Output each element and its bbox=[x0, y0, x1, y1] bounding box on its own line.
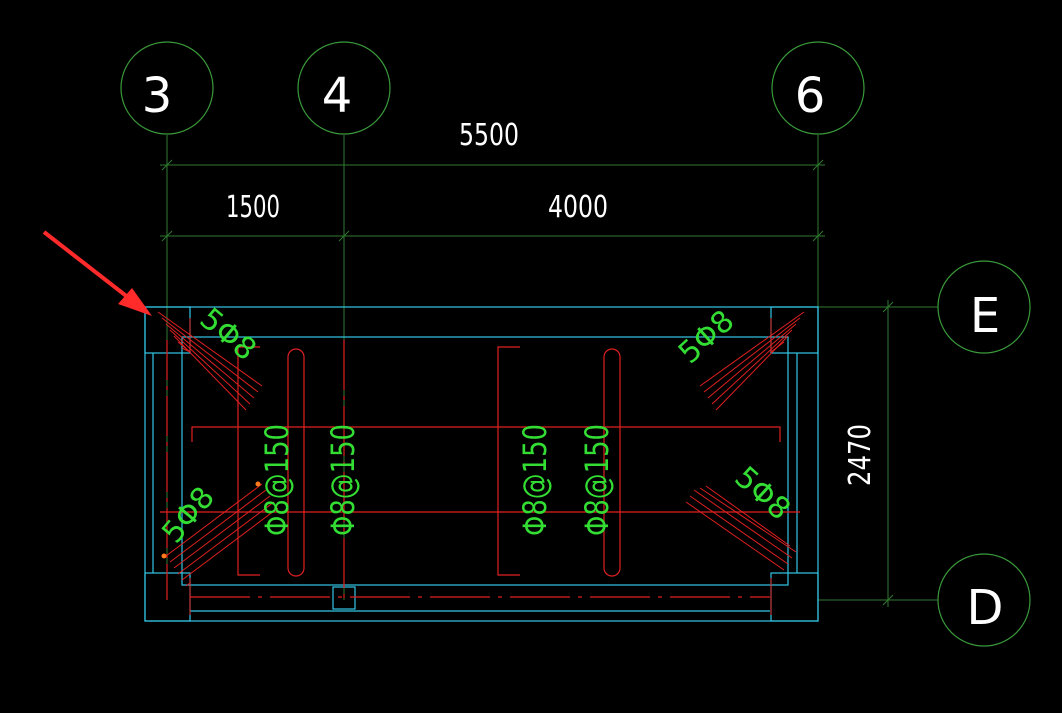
wall-outline bbox=[144, 306, 819, 622]
corner-rebar-bottom-right[interactable] bbox=[685, 485, 797, 615]
distribution-label-1: Φ8@150 bbox=[258, 424, 296, 536]
dimension-tick-3-top bbox=[161, 159, 173, 171]
rebar-bracket-left bbox=[237, 346, 260, 576]
wall-outer-edge bbox=[144, 306, 819, 622]
dimension-span-1: 1500 bbox=[226, 190, 280, 225]
axis-label-3: 3 bbox=[142, 68, 173, 124]
distribution-label-4: Φ8@150 bbox=[578, 424, 616, 536]
rebar-top-horizontal bbox=[191, 426, 781, 442]
wall-inner-edge bbox=[181, 336, 789, 586]
corner-bar-label-top-right: 5Φ8 bbox=[672, 304, 741, 371]
dimension-tick-4-bottom bbox=[338, 230, 350, 242]
axis-bubble-6[interactable]: 6 bbox=[771, 41, 865, 135]
axis-label-6: 6 bbox=[795, 68, 826, 124]
axis-bubble-e[interactable]: E bbox=[937, 260, 1031, 354]
axis-bubbles: 3 4 6 E D bbox=[120, 41, 1031, 647]
rebar-endpoint-marker[interactable] bbox=[255, 481, 261, 487]
dimension-tick-d-right bbox=[882, 594, 894, 606]
axis-bubble-d[interactable]: D bbox=[937, 553, 1031, 647]
rebar-endpoint-marker[interactable] bbox=[161, 553, 167, 559]
dimension-height: 2470 bbox=[843, 424, 878, 486]
axis-bubble-3[interactable]: 3 bbox=[120, 41, 214, 135]
annotation-arrow-head bbox=[118, 288, 152, 316]
distribution-label-2: Φ8@150 bbox=[324, 424, 362, 536]
corner-bar-label-bottom-right: 5Φ8 bbox=[728, 460, 797, 527]
corner-rebar-bottom-left[interactable] bbox=[165, 483, 279, 615]
corner-rebar-top-right[interactable] bbox=[699, 311, 805, 411]
distribution-label-3: Φ8@150 bbox=[516, 424, 554, 536]
dimension-overall-width: 5500 bbox=[459, 118, 519, 153]
axis-label-4: 4 bbox=[322, 68, 353, 124]
rebar-hook-right bbox=[603, 348, 621, 577]
axis-bubble-4[interactable]: 4 bbox=[297, 41, 391, 135]
column-bottom-right[interactable] bbox=[770, 572, 819, 622]
dimension-tick-3-bottom bbox=[161, 230, 173, 242]
axis-label-e: E bbox=[970, 288, 1000, 344]
rebar-bracket-right bbox=[497, 346, 520, 576]
dimension-tick-e-right bbox=[882, 301, 894, 313]
corner-bar-label-top-left: 5Φ8 bbox=[193, 301, 263, 368]
dimension-tick-6-top bbox=[812, 159, 824, 171]
axis-label-d: D bbox=[967, 580, 1004, 636]
dimension-tick-6-bottom bbox=[812, 230, 824, 242]
dimension-span-2: 4000 bbox=[548, 190, 608, 225]
main-rebar bbox=[160, 340, 800, 600]
corner-rebar-top-left[interactable] bbox=[157, 311, 263, 411]
dimension-lines bbox=[160, 159, 894, 607]
rebar-hook-left bbox=[287, 348, 305, 577]
annotation-arrow-shaft bbox=[42, 230, 136, 304]
annotation-arrow bbox=[42, 230, 152, 316]
